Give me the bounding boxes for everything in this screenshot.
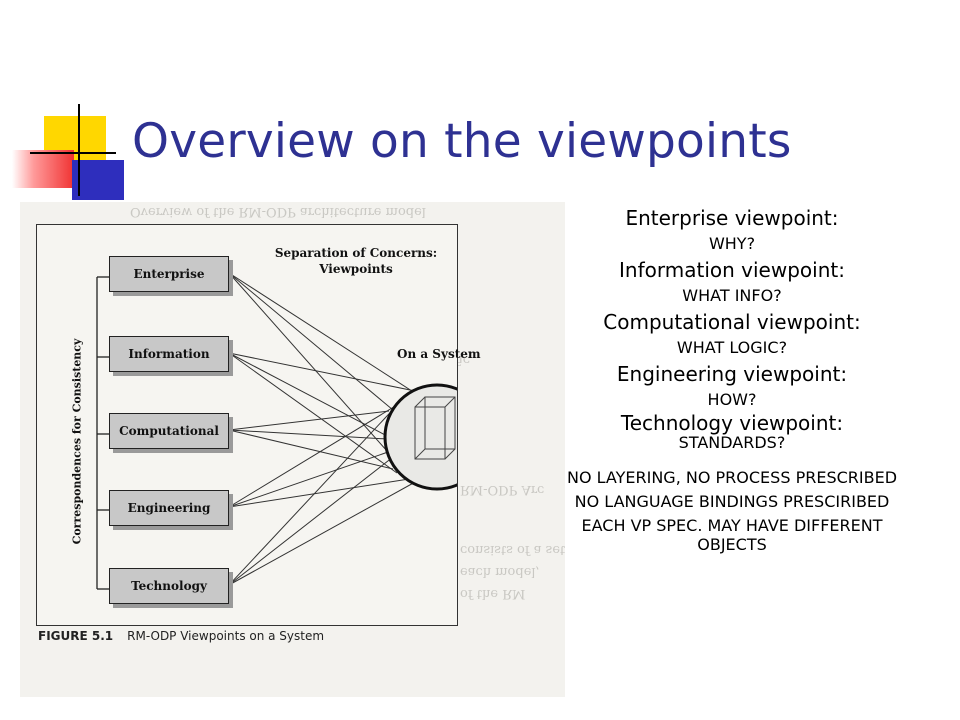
cube-edge bbox=[414, 396, 426, 408]
computational-box: Computational bbox=[109, 413, 229, 449]
cube-edge bbox=[444, 396, 456, 408]
connector-line bbox=[228, 352, 398, 474]
information-box: Information bbox=[109, 336, 229, 372]
show-through-text: of the RM bbox=[460, 586, 526, 601]
cube-back-face bbox=[424, 396, 456, 450]
figure-number: FIGURE 5.1 bbox=[38, 629, 114, 643]
connector-line bbox=[228, 410, 390, 431]
consistency-label: Correspondences for Consistency bbox=[70, 338, 84, 545]
show-through-text: Overview of the RM-ODP architecture mode… bbox=[130, 204, 426, 219]
system-sphere bbox=[383, 383, 457, 491]
figure-frame: Enterprise Information Computational Eng… bbox=[36, 224, 481, 626]
information-viewpoint-question: WHAT INFO? bbox=[682, 286, 782, 305]
technology-viewpoint-question: STANDARDS? bbox=[678, 433, 786, 452]
connector-line bbox=[228, 272, 416, 394]
viewpoint-text-column: Enterprise viewpoint: WHY? Information v… bbox=[528, 204, 936, 554]
system-cube-icon bbox=[414, 396, 456, 460]
horizontal-line-decoration bbox=[30, 152, 116, 154]
figure-caption: FIGURE 5.1 RM-ODP Viewpoints on a System bbox=[38, 629, 324, 643]
vertical-line-decoration bbox=[78, 104, 80, 196]
engineering-viewpoint-label: Engineering viewpoint: bbox=[616, 362, 848, 386]
connector-line bbox=[228, 429, 388, 440]
information-viewpoint-label: Information viewpoint: bbox=[619, 258, 845, 282]
blue-square-decoration bbox=[72, 160, 124, 200]
connector-line bbox=[228, 478, 410, 508]
engineering-box: Engineering bbox=[109, 490, 229, 526]
cube-front-face bbox=[414, 406, 446, 460]
figure-caption-text: RM-ODP Viewpoints on a System bbox=[127, 629, 325, 643]
connector-line bbox=[228, 272, 388, 452]
note-objects: OBJECTS bbox=[697, 535, 767, 554]
enterprise-box: Enterprise bbox=[109, 256, 229, 292]
note-different-objects: EACH VP SPEC. MAY HAVE DIFFERENT bbox=[581, 516, 883, 535]
enterprise-viewpoint-question: WHY? bbox=[708, 234, 756, 253]
connector-line bbox=[228, 404, 398, 508]
separation-label: Separation of Concerns: Viewpoints bbox=[271, 245, 441, 277]
separation-label-line-1: Separation of Concerns: bbox=[274, 246, 438, 260]
connector-line bbox=[228, 480, 418, 586]
cube-edge bbox=[414, 448, 426, 460]
connector-line bbox=[228, 352, 390, 438]
connector-line bbox=[228, 456, 394, 586]
connector-line bbox=[228, 352, 416, 392]
note-no-layering: NO LAYERING, NO PROCESS PRESCRIBED bbox=[566, 468, 898, 487]
connector-line bbox=[228, 429, 394, 470]
red-gradient-bar-decoration bbox=[12, 150, 74, 188]
scanned-figure: Overview of the RM-ODP architecture mode… bbox=[20, 202, 565, 697]
technology-box: Technology bbox=[109, 568, 229, 604]
note-no-language-bindings: NO LANGUAGE BINDINGS PRESCIRIBED bbox=[574, 492, 890, 511]
notes-block: NO LAYERING, NO PROCESS PRESCRIBED NO LA… bbox=[528, 466, 936, 554]
viewpoint-connection-diagram bbox=[96, 272, 457, 590]
separation-label-line-2: Viewpoints bbox=[319, 262, 393, 276]
system-label: On a System bbox=[397, 347, 481, 361]
technology-viewpoint-label: Technology viewpoint: bbox=[620, 411, 844, 435]
computational-viewpoint-label: Computational viewpoint: bbox=[603, 310, 861, 334]
show-through-text: each model, bbox=[460, 564, 540, 579]
connector-line bbox=[228, 400, 402, 586]
connector-line bbox=[228, 450, 392, 508]
slide-title: Overview on the viewpoints bbox=[132, 114, 792, 169]
computational-viewpoint-question: WHAT LOGIC? bbox=[676, 338, 788, 357]
enterprise-viewpoint-label: Enterprise viewpoint: bbox=[625, 206, 839, 230]
cube-edge bbox=[444, 448, 456, 460]
viewpoint-lines bbox=[228, 272, 418, 586]
engineering-viewpoint-question: HOW? bbox=[707, 390, 757, 409]
connector-line bbox=[228, 272, 400, 416]
